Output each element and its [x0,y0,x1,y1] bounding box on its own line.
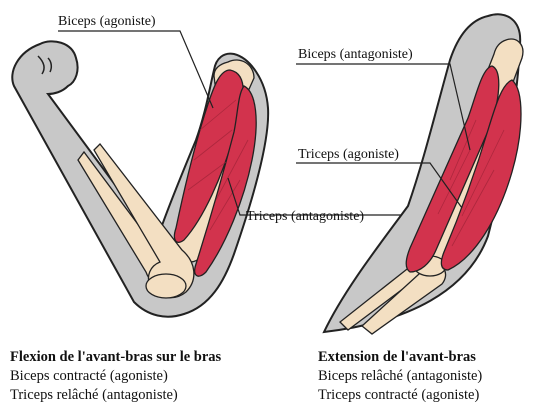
arm-muscles-diagram: Biceps (agoniste) Triceps (antagoniste) … [0,0,538,340]
leader-flexed-biceps [58,31,213,108]
flexion-caption: Flexion de l'avant-bras sur le bras Bice… [10,348,221,405]
flexion-caption-line-1: Biceps contracté (agoniste) [10,367,221,386]
extension-caption-line-1: Biceps relâché (antagoniste) [318,367,482,386]
extension-caption-title: Extension de l'avant-bras [318,348,482,367]
flexed-elbow [146,274,186,298]
label-extended-biceps: Biceps (antagoniste) [298,47,413,62]
label-flexed-triceps: Triceps (antagoniste) [246,209,364,224]
label-flexed-biceps: Biceps (agoniste) [58,14,156,29]
extension-caption: Extension de l'avant-bras Biceps relâché… [318,348,482,405]
extended-arm: Biceps (antagoniste) Triceps (agoniste) [296,14,523,334]
extension-caption-line-2: Triceps contracté (agoniste) [318,386,482,405]
label-extended-triceps: Triceps (agoniste) [298,147,399,162]
flexion-caption-title: Flexion de l'avant-bras sur le bras [10,348,221,367]
flexion-caption-line-2: Triceps relâché (antagoniste) [10,386,221,405]
